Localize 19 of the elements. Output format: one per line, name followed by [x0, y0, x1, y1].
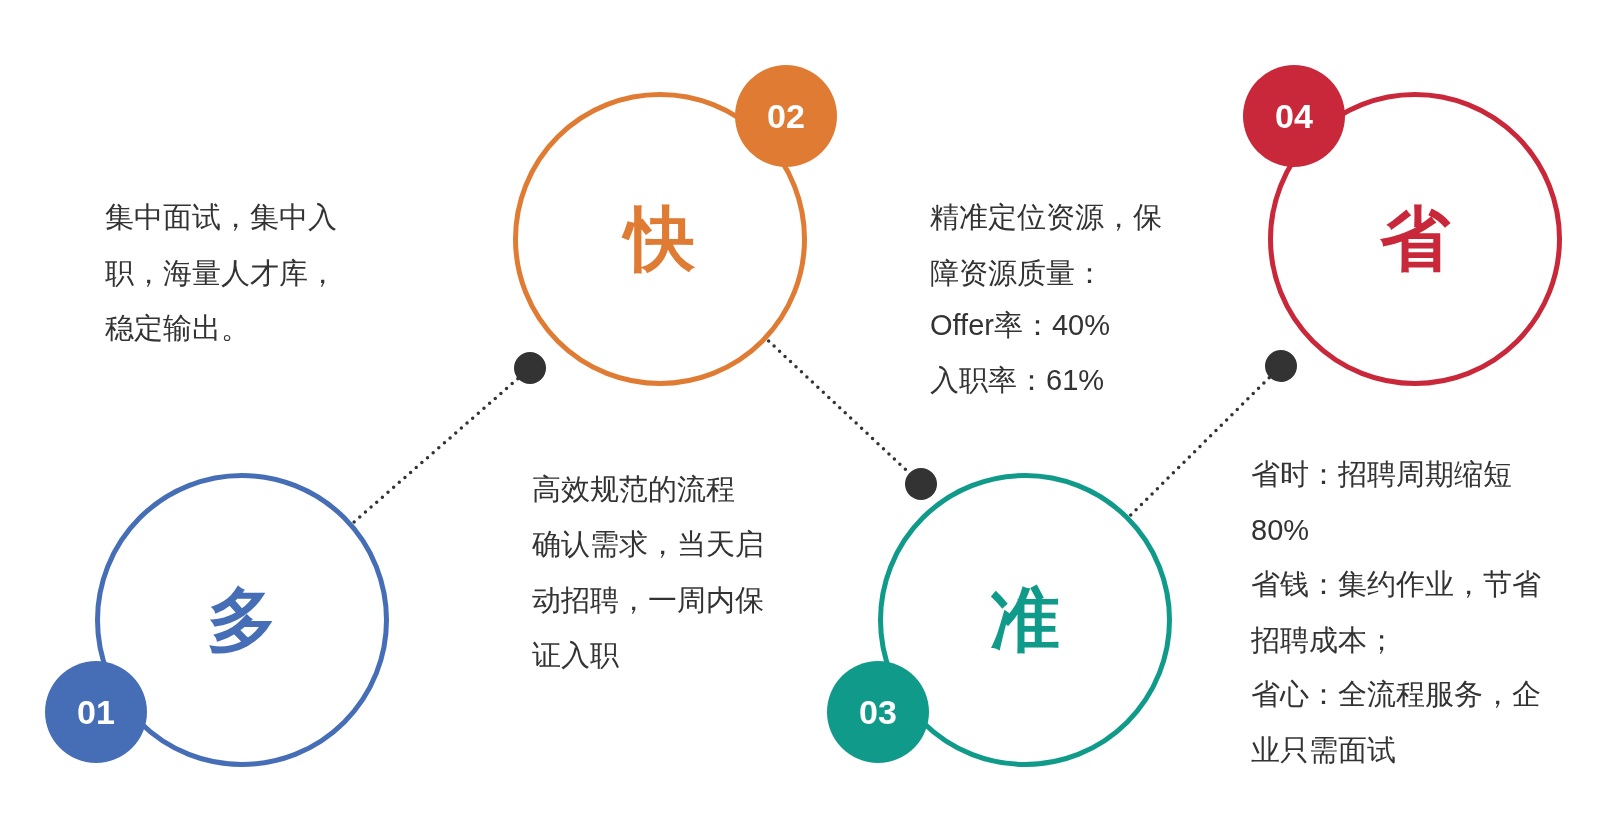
description-text: 精准定位资源，保障资源质量： [930, 200, 1163, 291]
number-badge: 04 [1243, 65, 1345, 167]
number-badge: 01 [45, 661, 147, 763]
number-badge: 02 [735, 65, 837, 167]
number-badge: 03 [827, 661, 929, 763]
dotted-connector [352, 376, 520, 524]
description-text: 入职率：61% [930, 363, 1106, 398]
heading-character: 多 [207, 585, 277, 655]
dot-marker [905, 468, 937, 500]
description-text: 省时：招聘周期缩短80% [1251, 457, 1513, 548]
description-text: Offer率：40% [930, 308, 1111, 343]
description-text: 省钱：集约作业，节省招聘成本； [1251, 567, 1542, 658]
heading-character: 省 [1380, 204, 1450, 274]
description-text: 集中面试，集中入职，海量人才库，稳定输出。 [105, 200, 338, 346]
dotted-connector [1129, 375, 1272, 517]
description-text: 省心：全流程服务，企业只需面试 [1251, 677, 1542, 768]
heading-character: 准 [990, 585, 1060, 655]
description-text: 确认需求，当天启动招聘，一周内保证入职 [532, 527, 765, 673]
description-text: 高效规范的流程 [532, 472, 736, 507]
